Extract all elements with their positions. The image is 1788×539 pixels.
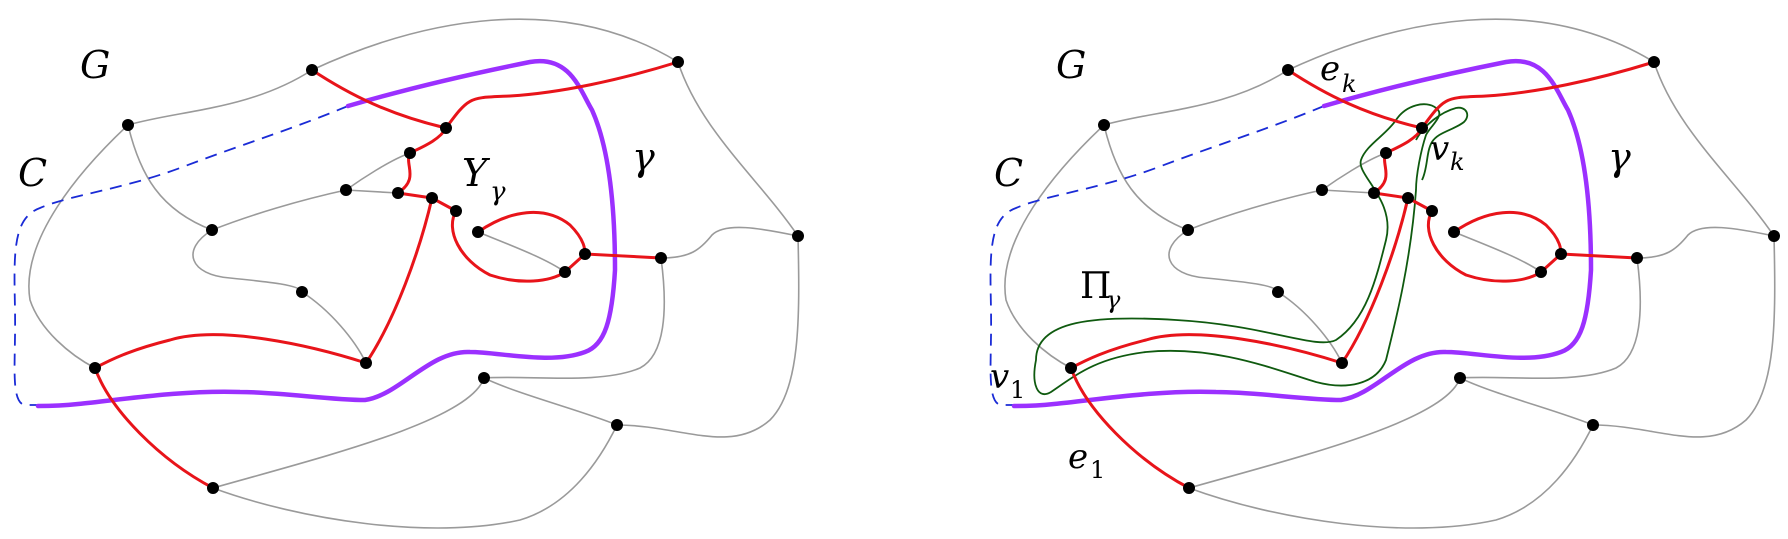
right-label-c: C xyxy=(994,151,1023,195)
label-vk-sub: k xyxy=(1450,148,1465,176)
left-label-y: Y xyxy=(462,151,491,195)
left-vertex xyxy=(478,372,490,384)
label-e1-sub: 1 xyxy=(1090,456,1105,484)
left-vertex xyxy=(360,357,372,369)
right-vertex-vk xyxy=(1416,122,1428,134)
left-vertex xyxy=(89,362,101,374)
right-vertex xyxy=(1454,372,1466,384)
left-vertex xyxy=(404,147,416,159)
left-vertex xyxy=(611,419,623,431)
label-pi: Π xyxy=(1080,266,1111,307)
right-vertex xyxy=(1098,119,1110,131)
left-dashed-curve-c xyxy=(13,105,349,406)
right-panel: G C γ e k v k Π γ v 1 e 1 xyxy=(989,18,1780,529)
right-vertex xyxy=(1587,419,1599,431)
right-vertex xyxy=(1272,286,1284,298)
left-vertex xyxy=(296,286,308,298)
right-vertex xyxy=(1182,224,1194,236)
right-vertex xyxy=(1316,184,1328,196)
region-pi-gamma-inner xyxy=(1415,106,1469,181)
right-graph-edges xyxy=(1004,18,1776,529)
left-vertex xyxy=(559,266,571,278)
right-vertex xyxy=(1183,482,1195,494)
label-e1: e xyxy=(1068,437,1088,477)
right-vertex-v1 xyxy=(1065,362,1077,374)
left-vertex xyxy=(392,187,404,199)
left-label-g: G xyxy=(80,43,110,87)
left-vertex xyxy=(672,56,684,68)
left-vertex xyxy=(206,224,218,236)
right-vertex xyxy=(1631,252,1643,264)
right-vertex xyxy=(1380,147,1392,159)
left-vertex xyxy=(440,122,452,134)
label-ek: e xyxy=(1320,49,1340,89)
left-label-c: C xyxy=(18,151,47,195)
left-vertex xyxy=(340,184,352,196)
right-vertex xyxy=(1426,205,1438,217)
left-curve-gamma xyxy=(35,58,618,409)
right-vertex xyxy=(1282,64,1294,76)
left-vertex xyxy=(450,205,462,217)
right-vertex xyxy=(1768,230,1780,242)
left-vertex xyxy=(655,252,667,264)
left-graph-edges xyxy=(28,18,800,529)
left-vertex xyxy=(207,482,219,494)
right-vertex xyxy=(1402,192,1414,204)
right-vertex xyxy=(1535,266,1547,278)
left-vertex xyxy=(122,119,134,131)
left-vertex xyxy=(472,226,484,238)
right-vertex xyxy=(1648,56,1660,68)
right-vertices xyxy=(1065,56,1780,494)
right-vertex xyxy=(1555,248,1567,260)
right-vertex xyxy=(1368,187,1380,199)
right-vertex xyxy=(1336,357,1348,369)
right-dashed-curve-c xyxy=(989,105,1325,406)
label-pi-sub: γ xyxy=(1106,286,1121,314)
left-label-gamma: γ xyxy=(632,135,655,179)
right-vertex xyxy=(1448,226,1460,238)
left-label-y-sub: γ xyxy=(490,177,506,207)
left-vertex xyxy=(306,64,318,76)
left-red-tree xyxy=(93,60,679,490)
left-panel: G C Y γ γ xyxy=(13,18,804,529)
right-curve-gamma xyxy=(1011,58,1594,409)
right-label-gamma: γ xyxy=(1608,135,1631,179)
left-vertex xyxy=(579,248,591,260)
region-pi-gamma xyxy=(1033,103,1441,395)
label-v1: v xyxy=(990,357,1009,397)
label-vk: v xyxy=(1430,129,1449,169)
left-vertices xyxy=(89,56,804,494)
label-ek-sub: k xyxy=(1342,70,1357,98)
right-label-g: G xyxy=(1056,43,1086,87)
right-red-tree xyxy=(1069,60,1655,490)
label-v1-sub: 1 xyxy=(1010,376,1025,404)
left-vertex xyxy=(426,192,438,204)
left-vertex xyxy=(792,230,804,242)
